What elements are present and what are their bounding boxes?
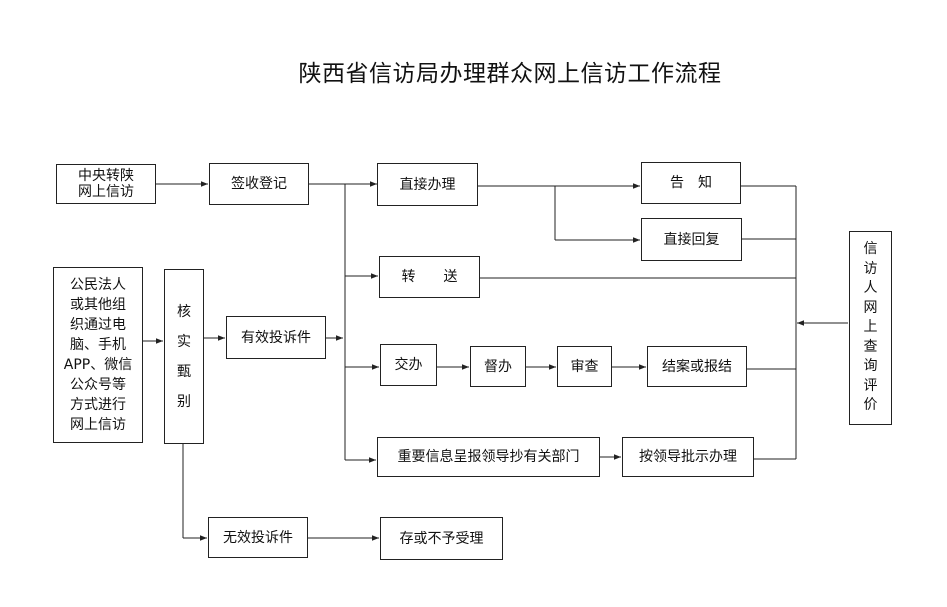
node-invalid-complaint-label: 无效投诉件 <box>223 529 293 546</box>
node-citizen-source: 公民法人 或其他组 织通过电 脑、手机 APP、微信 公众号等 方式进行 网上信… <box>53 267 143 443</box>
node-direct-handle-label: 直接办理 <box>399 176 456 193</box>
node-notify: 告 知 <box>641 162 741 204</box>
node-review-label: 审查 <box>570 358 599 375</box>
node-assign-label: 交办 <box>394 357 423 373</box>
node-major-report: 重要信息呈报领导抄有关部门 <box>377 437 600 477</box>
node-petitioner-eval: 信 访 人 网 上 查 询 评 价 <box>849 231 892 425</box>
node-central-transfer-label: 中央转陕 网上信访 <box>78 168 134 200</box>
node-close-report-label: 结案或报结 <box>662 358 732 375</box>
node-review: 审查 <box>557 346 612 387</box>
node-petitioner-eval-label: 信 访 人 网 上 查 询 评 价 <box>863 241 878 414</box>
node-direct-reply: 直接回复 <box>641 218 742 261</box>
node-valid-complaint-label: 有效投诉件 <box>241 329 311 346</box>
node-major-report-label: 重要信息呈报领导抄有关部门 <box>397 449 580 465</box>
node-notify-label: 告 知 <box>670 175 712 191</box>
node-verify: 核 实 甄 别 <box>164 269 204 444</box>
node-assign: 交办 <box>380 344 437 386</box>
node-valid-complaint: 有效投诉件 <box>226 316 326 359</box>
node-transfer-label: 转 送 <box>401 269 458 285</box>
node-transfer: 转 送 <box>379 256 480 298</box>
node-direct-handle: 直接办理 <box>377 163 478 206</box>
node-sign-register: 签收登记 <box>209 163 309 205</box>
node-supervise: 督办 <box>470 346 526 387</box>
node-close-report: 结案或报结 <box>647 346 747 387</box>
node-verify-label: 核 实 甄 别 <box>177 303 191 410</box>
node-archive-reject: 存或不予受理 <box>380 517 503 560</box>
node-direct-reply-label: 直接回复 <box>663 231 720 248</box>
node-citizen-source-label: 公民法人 或其他组 织通过电 脑、手机 APP、微信 公众号等 方式进行 网上信… <box>63 277 133 433</box>
node-sign-register-label: 签收登记 <box>231 176 287 192</box>
page-title: 陕西省信访局办理群众网上信访工作流程 <box>298 61 722 87</box>
node-central-transfer: 中央转陕 网上信访 <box>56 164 156 204</box>
node-archive-reject-label: 存或不予受理 <box>399 530 484 547</box>
node-supervise-label: 督办 <box>484 358 512 375</box>
node-leader-instruction-label: 按领导批示办理 <box>639 449 737 465</box>
node-leader-instruction: 按领导批示办理 <box>622 437 754 477</box>
node-invalid-complaint: 无效投诉件 <box>208 517 308 558</box>
